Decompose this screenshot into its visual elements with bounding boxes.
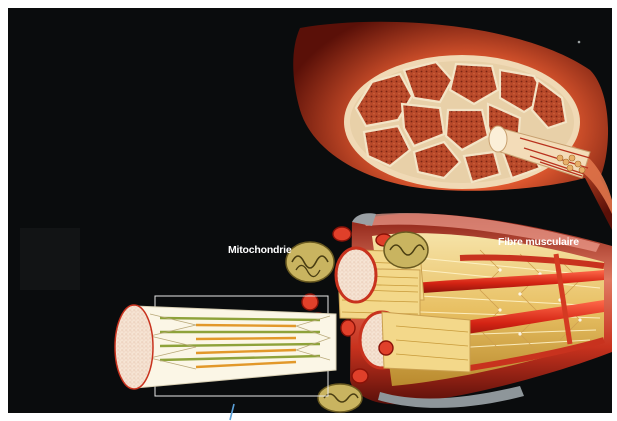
mitochondrion-top [286, 242, 334, 282]
myofibril-end-top [336, 248, 376, 302]
myofibril-end-face [115, 305, 153, 389]
dark-patch [20, 228, 80, 290]
muscle-fibre-label: Fibre musculaire [498, 236, 579, 248]
mitochondrion-right [384, 232, 428, 268]
mitochondria-label: Mitochondrie [228, 244, 292, 256]
white-margin-right [612, 0, 617, 421]
dust-speck [578, 41, 581, 44]
mitochondrion-bottom [318, 384, 362, 412]
